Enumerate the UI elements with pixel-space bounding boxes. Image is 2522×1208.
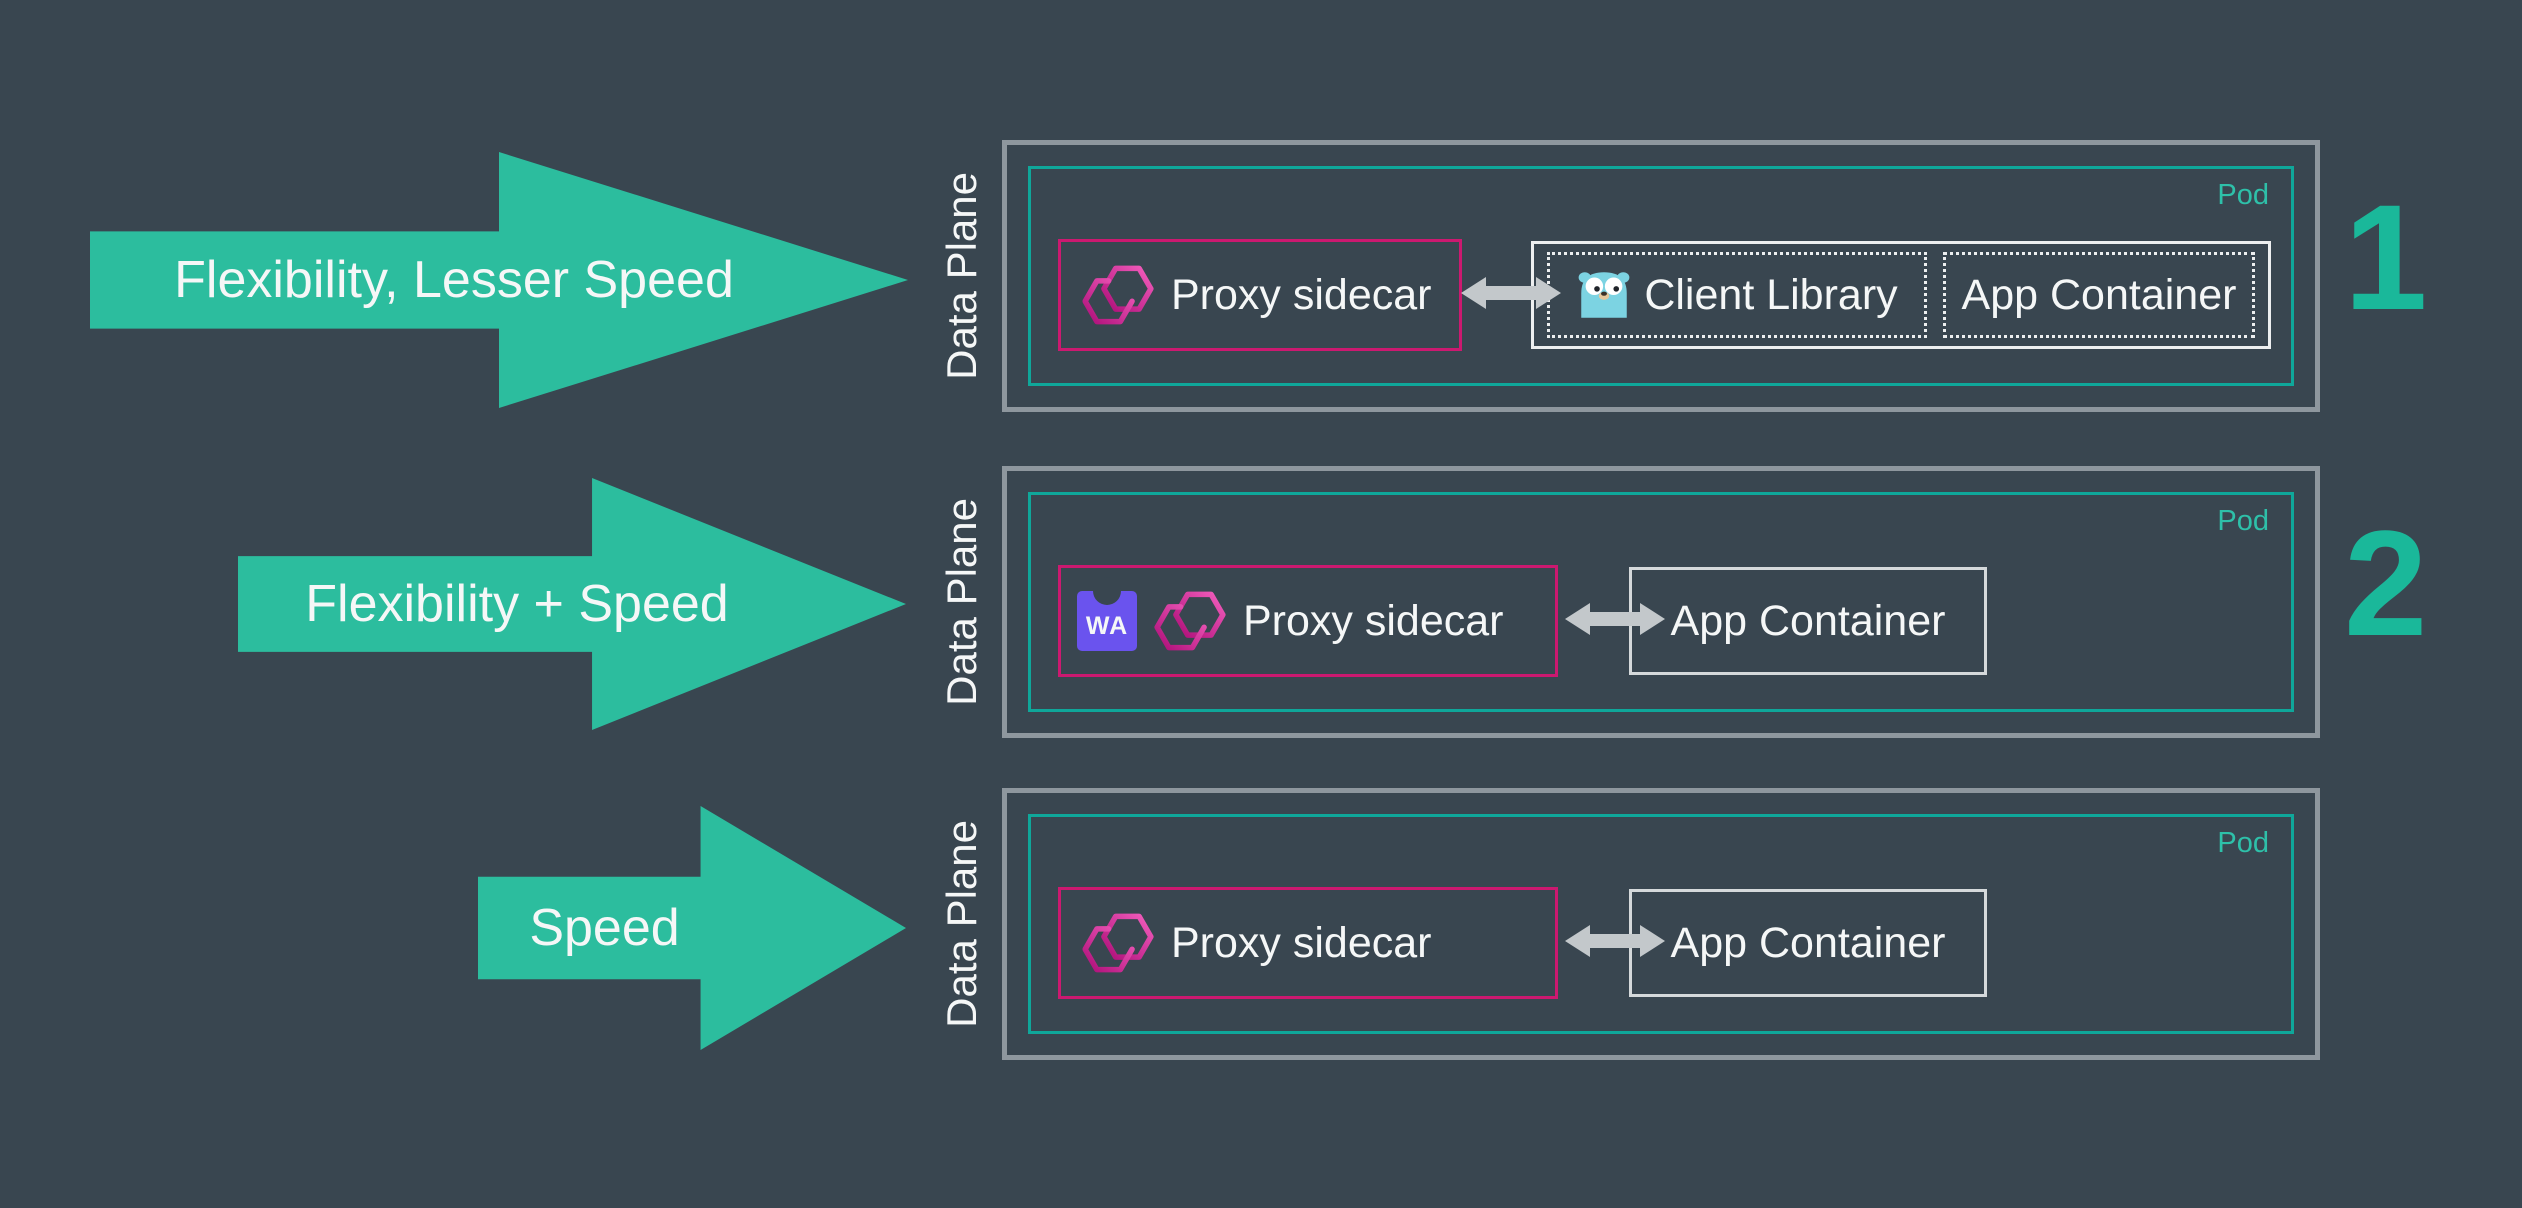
arrow-flexibility-lesser-speed: Flexibility, Lesser Speed: [90, 152, 908, 408]
wasm-label: WA: [1085, 611, 1129, 640]
app-container-label: App Container: [1670, 918, 1946, 967]
data-plane-label: Data Plane: [938, 498, 985, 706]
bidirectional-arrow-icon: [1461, 277, 1561, 309]
data-plane-label-wrap-2: Data Plane: [924, 466, 1000, 738]
envoy-proxy-icon: [1082, 265, 1154, 325]
bidirectional-arrow-icon: [1565, 603, 1665, 635]
proxy-sidecar-label: Proxy sidecar: [1171, 270, 1432, 319]
row-number-2: 2: [2344, 499, 2428, 667]
pod-box: Pod Proxy sidecar: [1028, 814, 2294, 1034]
pod-box: Pod WA Proxy sidecar: [1028, 492, 2294, 712]
wasm-icon: WA: [1077, 591, 1137, 651]
pod-box: Pod Proxy sidecar: [1028, 166, 2294, 386]
pod-label: Pod: [2217, 179, 2269, 211]
client-library-box: Client Library: [1547, 252, 1927, 338]
data-plane-label-wrap-3: Data Plane: [924, 788, 1000, 1060]
go-gopher-icon: [1578, 272, 1630, 318]
app-container-box: App Container: [1943, 252, 2255, 338]
data-plane-label: Data Plane: [938, 820, 985, 1028]
arrow-speed: Speed: [478, 806, 906, 1050]
arrow-flexibility-plus-speed: Flexibility + Speed: [238, 478, 906, 730]
data-plane-label-wrap-1: Data Plane: [924, 140, 1000, 412]
data-plane-box-3: Pod Proxy sidecar: [1002, 788, 2320, 1060]
proxy-sidecar-box: WA Proxy sidecar: [1058, 565, 1558, 677]
proxy-sidecar-label: Proxy sidecar: [1171, 918, 1432, 967]
app-group-box: Client Library App Container: [1531, 241, 2271, 349]
envoy-proxy-icon: [1082, 913, 1154, 973]
pod-label: Pod: [2217, 505, 2269, 537]
arrow-label: Speed: [529, 899, 680, 957]
app-container-label: App Container: [1961, 270, 2237, 319]
app-container-label: App Container: [1670, 596, 1946, 645]
app-container-box: App Container: [1629, 567, 1987, 675]
arrow-label: Flexibility + Speed: [305, 575, 729, 633]
envoy-proxy-icon: [1154, 591, 1226, 651]
data-plane-box-1: Pod Proxy sidecar: [1002, 140, 2320, 412]
proxy-sidecar-box: Proxy sidecar: [1058, 239, 1462, 351]
pod-label: Pod: [2217, 827, 2269, 859]
data-plane-box-2: Pod WA Proxy sidecar: [1002, 466, 2320, 738]
proxy-sidecar-box: Proxy sidecar: [1058, 887, 1558, 999]
arrow-label: Flexibility, Lesser Speed: [174, 251, 734, 309]
bidirectional-arrow-icon: [1565, 925, 1665, 957]
row-number-1: 1: [2344, 173, 2428, 341]
app-container-box: App Container: [1629, 889, 1987, 997]
data-plane-label: Data Plane: [938, 172, 985, 380]
client-library-label: Client Library: [1644, 270, 1898, 319]
proxy-sidecar-label: Proxy sidecar: [1243, 596, 1504, 645]
